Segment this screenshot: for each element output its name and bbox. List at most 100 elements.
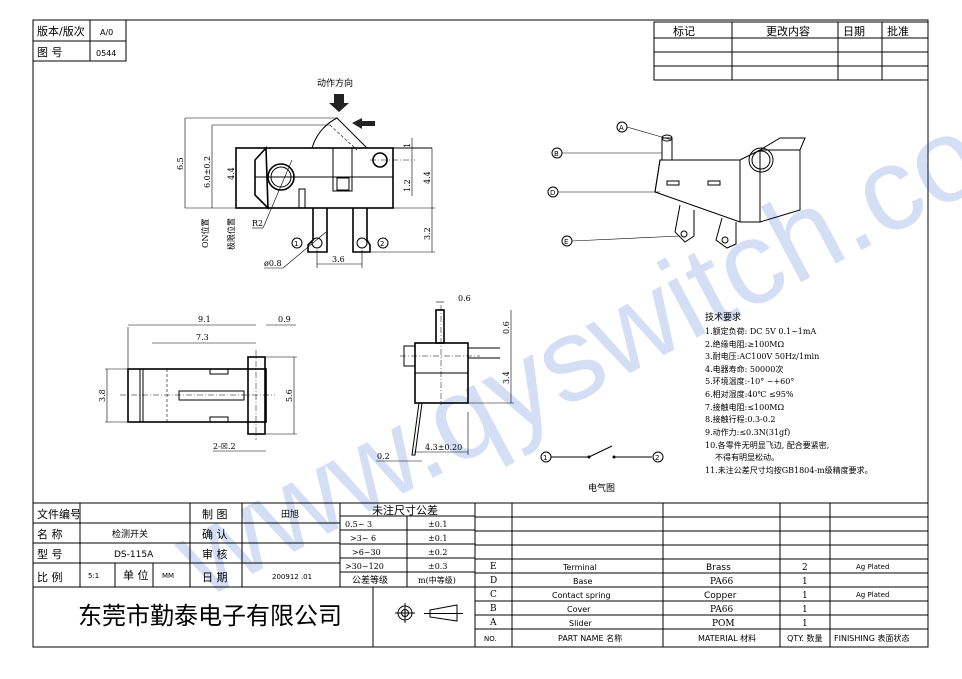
tolerance-grade-value: m(中等级) (418, 575, 456, 585)
bom-row: A Slider POM 1 (489, 618, 808, 629)
dim-phi-0-8: ø0.8 (264, 259, 282, 268)
drawing-no-label: 图 号 (37, 46, 63, 59)
dim-3-8: 3.8 (98, 389, 107, 402)
dim-7-3: 7.3 (196, 333, 209, 342)
limit-position-label: 极限位置 (226, 218, 236, 250)
bom-material: Copper (704, 591, 737, 601)
tolerance-value: ±0.1 (428, 534, 447, 543)
file-no-label: 文件编号 (37, 507, 81, 521)
name-label: 名 称 (37, 527, 63, 541)
dim-0-6a: 0.6 (458, 294, 471, 303)
tech-item: 不得有明显松动。 (715, 452, 779, 462)
bom-material: PA66 (710, 605, 733, 615)
tech-item: 11.未注公差尺寸均按GB1804-m级精度要求。 (705, 465, 873, 475)
bom-row: E Terminal Brass 2 Ag Plated (490, 562, 889, 573)
unit-label: 单 位 (123, 568, 149, 582)
bom-header-finish: FINISHING 表面状态 (834, 633, 909, 643)
name-value: 检测开关 (112, 528, 148, 540)
isometric-view: A B D E (547, 121, 806, 249)
tech-item: 1.额定负荷: DC 5V 0.1~1mA (705, 326, 816, 336)
bom-header-no: NO. (484, 635, 497, 643)
bom-qty: 1 (802, 619, 808, 629)
version-label: 版本/版次 (37, 24, 85, 38)
bom-table: E Terminal Brass 2 Ag Plated D Base PA66… (475, 503, 928, 647)
bom-no: D (490, 576, 497, 586)
drawn-value: 田旭 (281, 508, 299, 520)
tech-item: 5.环境温度:-10° ~+60° (705, 376, 794, 386)
tolerance-value: ±0.1 (428, 520, 447, 529)
tolerance-grade-label: 公差等级 (352, 574, 388, 586)
bom-material: Brass (706, 563, 731, 573)
dim-1-2: 1.2 (403, 179, 412, 192)
iso-label-a: A (619, 124, 624, 132)
tech-item: 9.动作力:≤0.3N(31gf) (705, 427, 790, 437)
circuit-diagram: 1 2 电气图 (540, 445, 664, 494)
dim-1: 1 (403, 143, 412, 148)
dim-3-4: 3.4 (502, 371, 511, 384)
bom-header: NO. PART NAME 名称 MATERIAL 材料 QTY. 数量 FIN… (484, 633, 909, 643)
model-value: DS-115A (114, 550, 154, 560)
bom-row: D Base PA66 1 (490, 576, 808, 587)
bom-no: A (489, 618, 497, 628)
drawn-label: 制 图 (202, 508, 228, 521)
dim-5-6: 5.6 (285, 389, 294, 402)
header-box: 版本/版次 A/0 图 号 0544 (32, 19, 127, 62)
revision-col-approve: 批准 (887, 24, 909, 38)
bom-qty: 1 (802, 591, 808, 601)
dim-0-9: 0.9 (278, 315, 291, 324)
confirm-label: 确 认 (202, 528, 228, 541)
tolerance-table: 未注尺寸公差 0.5~ 3 ±0.1 >3~ 6 ±0.1 >6~30 ±0.2… (340, 503, 475, 587)
bom-row: B Cover PA66 1 (490, 604, 808, 615)
bom-qty: 1 (802, 605, 808, 615)
front-view: 0.6 0.6 3.4 4.3±0.20 0.2 (376, 294, 514, 462)
bom-row: C Contact spring Copper 1 Ag Plated (490, 590, 889, 601)
tolerance-value: ±0.3 (428, 562, 447, 571)
arrow-left-icon (352, 118, 375, 129)
scale-label: 比 例 (37, 570, 63, 584)
on-position-label: ON位置 (200, 218, 210, 248)
date-value: 200912 .01 (272, 573, 312, 581)
bom-finish: Ag Plated (856, 591, 889, 599)
dim-2x-0-2: 2-☒.2 (213, 442, 236, 451)
action-direction-label: 动作方向 (317, 77, 353, 89)
iso-label-d: D (550, 189, 555, 197)
tolerance-title: 未注尺寸公差 (372, 503, 438, 517)
tolerance-range: >6~30 (352, 548, 381, 557)
date-label: 日 期 (202, 571, 228, 584)
iso-label-b: B (554, 150, 559, 158)
circuit-pin1: 1 (543, 454, 547, 462)
unit-value: MM (162, 572, 174, 580)
tolerance-range: 0.5~ 3 (345, 520, 372, 529)
tolerance-value: ±0.2 (428, 548, 447, 557)
title-block: 文件编号 名 称 检测开关 型 号 DS-115A 比 例 5:1 单 位 MM… (33, 502, 928, 647)
dim-3-6: 3.6 (332, 255, 345, 264)
tech-item: 8.接触行程:0.3-0.2 (705, 414, 775, 424)
dim-4-4a: 4.4 (227, 167, 236, 180)
tech-item: 10.各零件无明显飞边, 配合要紧密, (705, 440, 829, 450)
dim-9-1: 9.1 (198, 315, 211, 324)
bom-no: E (490, 562, 497, 572)
pin1-label: 1 (294, 240, 298, 248)
tech-item: 4.电器寿命: 50000次 (705, 364, 783, 374)
dim-0-2: 0.2 (377, 452, 390, 461)
bom-no: C (490, 590, 497, 600)
drawing-frame (32, 19, 929, 648)
revision-col-content: 更改内容 (766, 24, 810, 38)
review-label: 审 核 (202, 547, 228, 561)
tolerance-range: >3~ 6 (350, 534, 376, 543)
bom-material: PA66 (710, 577, 733, 587)
revision-table: 标记 更改内容 日期 批准 (653, 21, 929, 81)
tech-requirements: 技术要求 1.额定负荷: DC 5V 0.1~1mA 2.绝缘电阻:≥100MΩ… (705, 311, 873, 475)
circuit-pin2: 2 (655, 454, 659, 462)
projection-symbol-icon (395, 603, 463, 623)
bom-header-part: PART NAME 名称 (558, 633, 622, 643)
dim-4-3: 4.3±0.20 (425, 443, 462, 452)
watermark: www.qyswitch.com (153, 42, 962, 624)
bom-finish: Ag Plated (856, 563, 889, 571)
version-value: A/0 (100, 28, 113, 37)
revision-col-mark: 标记 (673, 24, 695, 38)
bom-header-material: MATERIAL 材料 (698, 633, 756, 643)
dim-6-5: 6.5 (176, 157, 185, 170)
bom-part: Terminal (562, 563, 597, 572)
